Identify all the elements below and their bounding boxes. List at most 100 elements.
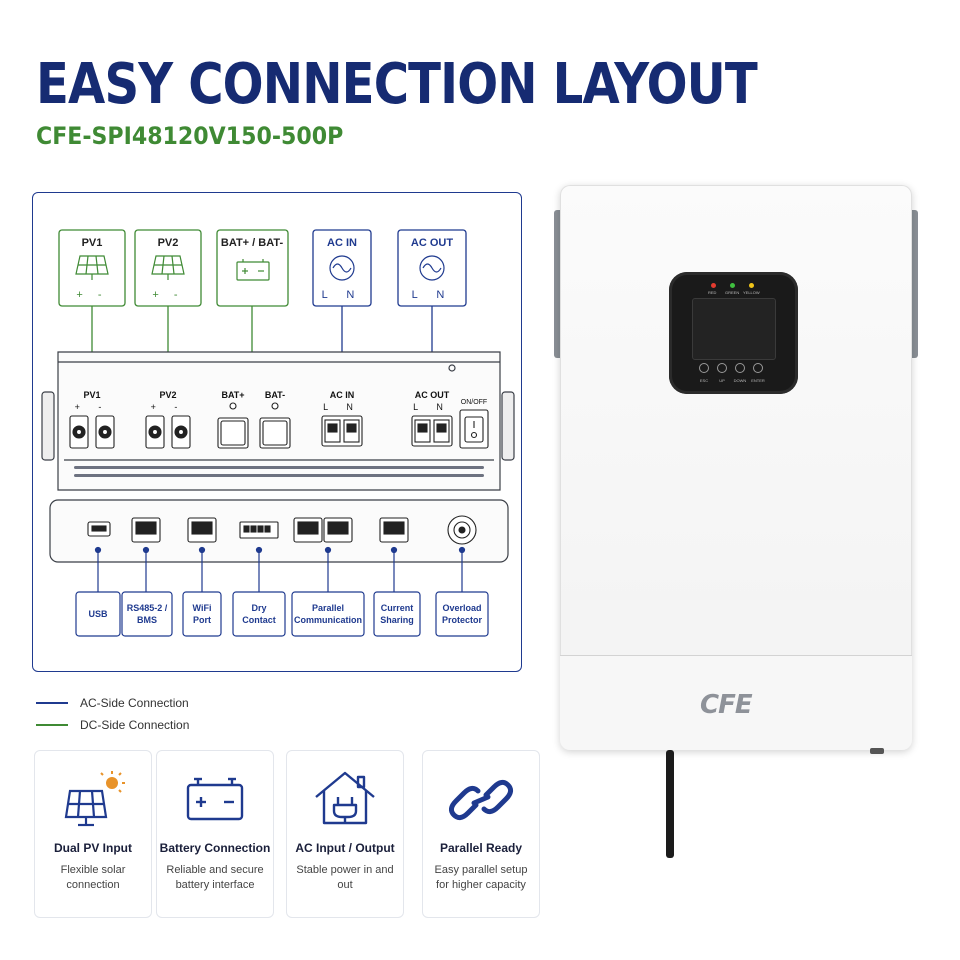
top-connector-pv2: PV2 + -	[134, 229, 202, 307]
enter-button-label: ENTER	[751, 378, 765, 383]
led-green	[730, 283, 735, 288]
port-label-wifi: WiFi Port	[192, 603, 212, 625]
port-box-usb	[75, 591, 121, 637]
port-label-rs485: RS485-2 / BMS	[126, 603, 168, 625]
solar-panel-icon	[151, 255, 185, 280]
unit-label-pv2: PV2	[159, 390, 176, 400]
unit-label-bat-minus: BAT-	[265, 390, 285, 400]
legend-ac-line	[36, 702, 68, 704]
top-connector-label: BAT+ / BAT-	[221, 237, 284, 249]
unit-label-pv1: PV1	[83, 390, 100, 400]
led-red	[711, 283, 716, 288]
led-yellow	[749, 283, 754, 288]
legend-ac: AC-Side Connection	[36, 696, 189, 710]
unit-label-bat-plus: BAT+	[221, 390, 244, 400]
up-button[interactable]	[717, 363, 727, 373]
model-number: CFE-SPI48120V150-500P	[36, 122, 344, 150]
inverter-foot	[870, 748, 884, 754]
onoff-switch	[459, 409, 489, 449]
enter-button[interactable]	[753, 363, 763, 373]
top-connector-pins: + -	[152, 289, 183, 301]
unit-label-onoff: ON/OFF	[461, 399, 487, 406]
feature-card-parallel: Parallel Ready Easy parallel setup for h…	[422, 750, 540, 918]
dry-contact-port	[239, 521, 279, 539]
inverter-seam	[560, 655, 912, 656]
top-connector-pins: L N	[322, 289, 363, 301]
ac-sine-icon	[329, 255, 355, 281]
solar-panel-icon	[64, 771, 125, 827]
unit-label-ac-in: AC IN	[330, 390, 355, 400]
battery-icon	[236, 259, 270, 281]
unit-label-ac-out: AC OUT	[415, 390, 450, 400]
port-box-wifi	[182, 591, 222, 637]
top-connector-ac-in: AC IN L N	[312, 229, 372, 307]
port-label-dry-contact: Dry Contact	[242, 603, 276, 625]
rs485-port	[131, 517, 161, 543]
chain-link-icon	[448, 779, 514, 821]
port-box-dry	[232, 591, 286, 637]
feature-desc: Reliable and secure battery interface	[166, 864, 264, 891]
current-sharing-port	[379, 517, 409, 543]
overload-protector	[447, 515, 477, 545]
feature-card-dual-pv: Dual PV Input Flexible solar connection	[34, 750, 152, 918]
top-connector-label: PV1	[82, 237, 103, 249]
feature-card-battery: Battery Connection Reliable and secure b…	[156, 750, 274, 918]
inverter-side-fin-left	[554, 210, 562, 358]
feature-desc: Flexible solar connection	[60, 864, 126, 891]
page-title: EASY CONNECTION LAYOUT	[36, 52, 758, 117]
port-label-current-sharing: Current Sharing	[380, 603, 414, 625]
top-connector-pins: + -	[76, 289, 107, 301]
battery-icon	[186, 777, 244, 821]
top-connector-pins: L N	[412, 289, 453, 301]
down-button-label: DOWN	[733, 378, 747, 383]
battery-terminals	[217, 402, 291, 449]
pv-terminals	[69, 415, 191, 449]
feature-title: Dual PV Input	[54, 841, 132, 855]
led-label-yellow: YELLOW	[743, 290, 760, 295]
ac-sine-icon	[419, 255, 445, 281]
port-box-parallel	[291, 591, 365, 637]
brand-logo: CFE	[700, 690, 753, 720]
port-label-overload: Overload Protector	[441, 603, 482, 625]
feature-title: AC Input / Output	[295, 841, 395, 855]
feature-desc: Easy parallel setup for higher capacity	[434, 864, 528, 891]
port-label-usb: USB	[88, 609, 108, 619]
inverter-lower-cover	[560, 656, 912, 750]
unit-label-ac-in-pins: L N	[323, 402, 361, 412]
port-label-parallel: Parallel Communication	[293, 603, 362, 625]
top-connector-ac-out: AC OUT L N	[397, 229, 467, 307]
ac-terminals	[321, 415, 453, 447]
port-box-current	[373, 591, 421, 637]
led-label-red: RED	[708, 290, 717, 295]
feature-title: Parallel Ready	[439, 841, 523, 855]
inverter-side-fin-right	[910, 210, 918, 358]
legend-dc: DC-Side Connection	[36, 718, 189, 732]
legend-dc-line	[36, 724, 68, 726]
feature-card-ac: AC Input / Output Stable power in and ou…	[286, 750, 404, 918]
unit-label-ac-out-pins: L N	[413, 402, 451, 412]
parallel-ports	[293, 517, 353, 543]
vent-grille	[74, 466, 484, 477]
feature-title: Battery Connection	[159, 841, 271, 855]
port-box-rs485	[121, 591, 173, 637]
unit-label-pv1-pins: + -	[75, 402, 110, 412]
wifi-port	[187, 517, 217, 543]
unit-label-pv2-pins: + -	[151, 402, 186, 412]
connection-diagram-frame	[32, 192, 522, 672]
top-connector-pv1: PV1 + -	[58, 229, 126, 307]
esc-button[interactable]	[699, 363, 709, 373]
led-label-green: GREEN	[725, 290, 740, 295]
legend-dc-label: DC-Side Connection	[80, 718, 190, 732]
port-box-overload	[435, 591, 489, 637]
down-button[interactable]	[735, 363, 745, 373]
lcd-screen	[692, 298, 776, 360]
solar-panel-icon	[75, 255, 109, 280]
legend-ac-label: AC-Side Connection	[80, 696, 189, 710]
top-connector-label: PV2	[158, 237, 179, 249]
top-connector-label: AC IN	[327, 237, 357, 249]
up-button-label: UP	[719, 378, 725, 383]
feature-desc: Stable power in and out	[296, 864, 394, 891]
top-connector-battery: BAT+ / BAT-	[216, 229, 289, 307]
house-plug-icon	[315, 771, 375, 825]
